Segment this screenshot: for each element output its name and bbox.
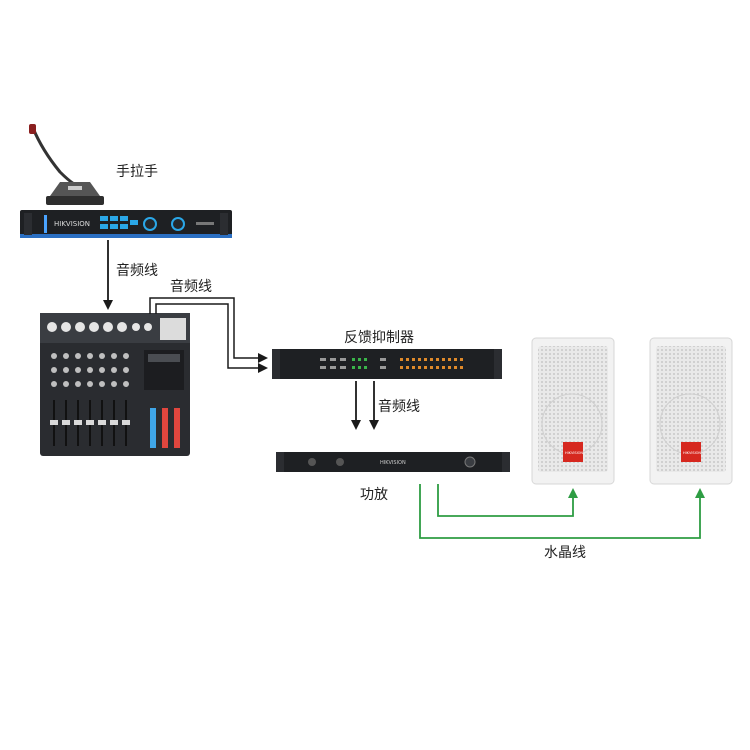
host-brand-text: HIKVISION	[54, 220, 90, 228]
speaker-right-badge	[681, 442, 701, 462]
label-speaker-cable: 水晶线	[544, 545, 586, 561]
label-audio-cable-suppressor: 音频线	[378, 399, 420, 415]
speaker-cable-right	[419, 484, 705, 539]
suppressor-buttons	[320, 358, 386, 369]
speaker-right: HIKVISION	[649, 337, 733, 485]
host-button-grid	[100, 216, 138, 229]
audio-mixer	[40, 313, 190, 456]
mic-capsule	[29, 124, 36, 134]
speaker-cable-left	[437, 484, 578, 517]
speaker-left-badge	[563, 442, 583, 462]
arrow-mixer-to-suppressor-2	[155, 303, 268, 373]
suppressor-leds	[400, 358, 463, 369]
mixer-xlr-inputs	[47, 322, 152, 332]
amp-knob-right	[336, 458, 344, 466]
conference-host-unit: HIKVISION	[20, 210, 232, 238]
mixer-master-fader-blue	[150, 408, 156, 448]
mixer-knob-rows	[51, 353, 129, 387]
speaker-right-badge-text: HIKVISION	[683, 451, 701, 455]
label-conference-unit: 手拉手	[116, 164, 158, 180]
feedback-suppressor-device	[272, 349, 502, 379]
power-amplifier-device: HIKVISION	[276, 452, 510, 472]
host-knob-left	[143, 217, 157, 231]
label-audio-cable-host: 音频线	[116, 263, 158, 279]
speaker-left-badge-text: HIKVISION	[565, 451, 583, 455]
speaker-left: HIKVISION	[531, 337, 615, 485]
mic-base	[46, 196, 104, 205]
amp-brand-text: HIKVISION	[380, 460, 406, 466]
amp-knob-left	[308, 458, 316, 466]
arrow-mixer-to-suppressor-1	[149, 297, 268, 363]
label-power-amplifier: 功放	[360, 487, 388, 503]
gooseneck	[31, 127, 75, 186]
mixer-fader-caps	[50, 420, 130, 425]
mixer-display	[160, 318, 186, 340]
host-knob-right	[171, 217, 185, 231]
amp-power-button	[464, 456, 476, 468]
conference-microphone	[29, 124, 104, 205]
suppressor-green-leds	[352, 358, 367, 369]
mic-button	[68, 186, 82, 190]
mixer-master-fader-red	[162, 408, 168, 448]
label-audio-cable-mixer: 音频线	[170, 279, 212, 295]
label-feedback-suppressor: 反馈抑制器	[344, 330, 414, 346]
